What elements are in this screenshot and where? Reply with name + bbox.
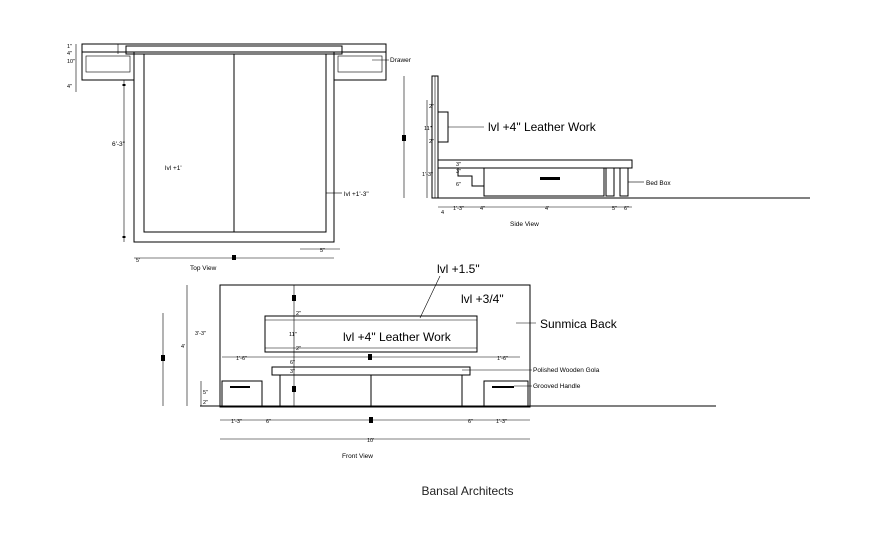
footer-credit: Bansal Architects [421, 484, 514, 498]
side-view-dim-bottom-2: 4' [545, 206, 549, 212]
side-view-dim-small-1: 11" [424, 126, 432, 132]
top-view-dim-height: 6'-3" [112, 141, 126, 148]
side-view-leather-label: lvl +4" Leather Work [488, 120, 597, 134]
front-view-dim-bottom-1: 6" [266, 419, 271, 425]
top-view-dim-marker [232, 255, 236, 260]
side-view-leg-2 [619, 167, 629, 197]
side-view-dim-marker [402, 135, 406, 141]
front-view-title: Front View [342, 453, 373, 460]
front-view-dim-panel-1: 11" [289, 332, 297, 338]
top-view-right-drawer-inner [337, 55, 383, 73]
front-view-dim-marker [292, 295, 296, 301]
front-view-dim-outer-height: 4' [181, 344, 185, 350]
front-view-dim-bottom-0: 1'-3" [231, 419, 242, 425]
front-view-left-drawer [221, 380, 263, 407]
top-view-dim-width: 5' [136, 258, 140, 264]
top-view-bed-outer [133, 51, 335, 243]
front-view-bed-slab [271, 366, 471, 376]
side-view-dim-left: 4 [441, 210, 444, 216]
top-view-dim-tick [122, 84, 126, 86]
front-view-dim-panel-0: 2" [296, 311, 301, 317]
top-view-drawer-label: Drawer [390, 57, 412, 64]
front-view-dim-marker [369, 417, 373, 423]
side-view-dim-bottom-3: 5" [612, 206, 617, 212]
top-view-level-outer: lvl +1'-3" [344, 191, 369, 198]
top-view-title: Top View [190, 265, 217, 272]
side-view-dim-small-2: 2" [429, 139, 434, 145]
top-view-dim-top-3: 4" [67, 84, 72, 90]
front-view-dim-side-1: 1'-6" [497, 356, 508, 362]
front-view: lvl +1.5" lvl +3/4" lvl +4" Leather Work… [161, 262, 716, 460]
top-view: 6'-3" 1" 4" 10" 4" 5' 5" lvl +1' lvl +1'… [67, 43, 412, 272]
front-view-level-top: lvl +1.5" [437, 262, 480, 276]
side-view-bed-slab [437, 159, 633, 169]
side-view-dim-bottom-1: 4" [480, 206, 485, 212]
front-view-right-drawer [483, 380, 529, 407]
side-view-leather-pad [437, 111, 449, 143]
side-view-dim-small-3: 3" [456, 162, 461, 168]
front-view-dim-bottom-2: 6" [468, 419, 473, 425]
front-view-dim-marker [368, 354, 372, 360]
side-view-step [457, 168, 485, 196]
side-view-dim-bottom-4: 6" [624, 206, 629, 212]
front-view-dim-marker [161, 355, 165, 361]
top-view-level-inner: lvl +1' [165, 165, 182, 172]
front-view-dim-panel-4: 3" [290, 369, 295, 375]
front-view-handle-label: Grooved Handle [533, 383, 581, 390]
front-view-gola-label: Polished Wooden Gola [533, 367, 600, 374]
side-view-dim-height: 1'-3" [422, 172, 433, 178]
top-view-left-drawer-inner [85, 55, 131, 73]
front-view-dim-left-small: 5" [203, 390, 208, 396]
side-view-handle [540, 177, 560, 180]
top-view-headboard-strip [81, 43, 387, 53]
top-view-dim-top-2: 10" [67, 59, 75, 65]
side-view-leg-1 [605, 167, 615, 197]
front-view-level-top-leader [419, 275, 441, 319]
front-view-dim-side-0: 1'-6" [236, 356, 247, 362]
top-view-dim-top-0: 1" [67, 44, 72, 50]
front-view-right-handle [492, 386, 514, 388]
front-view-leather-panel [264, 315, 478, 353]
top-view-mattress [143, 53, 327, 233]
front-view-dim-panel-2: 2" [296, 346, 301, 352]
front-view-dim-marker [292, 386, 296, 392]
side-view-bedbox-label: Bed Box [646, 180, 671, 187]
side-view-dim-small-5: 6" [456, 182, 461, 188]
side-view: lvl +4" Leather Work Bed Box 1'-3" 2" 11… [402, 75, 810, 228]
front-view-dim-panel-3: 6" [290, 360, 295, 366]
top-view-dim-right: 5" [320, 248, 325, 254]
front-view-dim-total: 10' [367, 438, 374, 444]
front-view-dim-inner-height: 3'-3" [195, 331, 206, 337]
side-view-bed-box [483, 167, 605, 197]
front-view-leather-label: lvl +4" Leather Work [343, 330, 452, 344]
front-view-back-panel [219, 284, 531, 408]
top-view-dim-top-1: 4" [67, 51, 72, 57]
front-view-left-handle [230, 386, 250, 388]
front-view-level-right: lvl +3/4" [461, 292, 504, 306]
front-view-dim-panel-5: 2" [203, 400, 208, 406]
side-view-dim-small-4: 3" [456, 169, 461, 175]
side-view-dim-small-0: 2" [429, 104, 434, 110]
side-view-dim-bottom-0: 1'-3" [453, 206, 464, 212]
top-view-headboard-lip [125, 45, 343, 55]
front-view-sunmica-label: Sunmica Back [540, 317, 618, 331]
top-view-dim-tick [122, 236, 126, 238]
side-view-title: Side View [510, 221, 539, 228]
front-view-dim-bottom-3: 1'-3" [496, 419, 507, 425]
